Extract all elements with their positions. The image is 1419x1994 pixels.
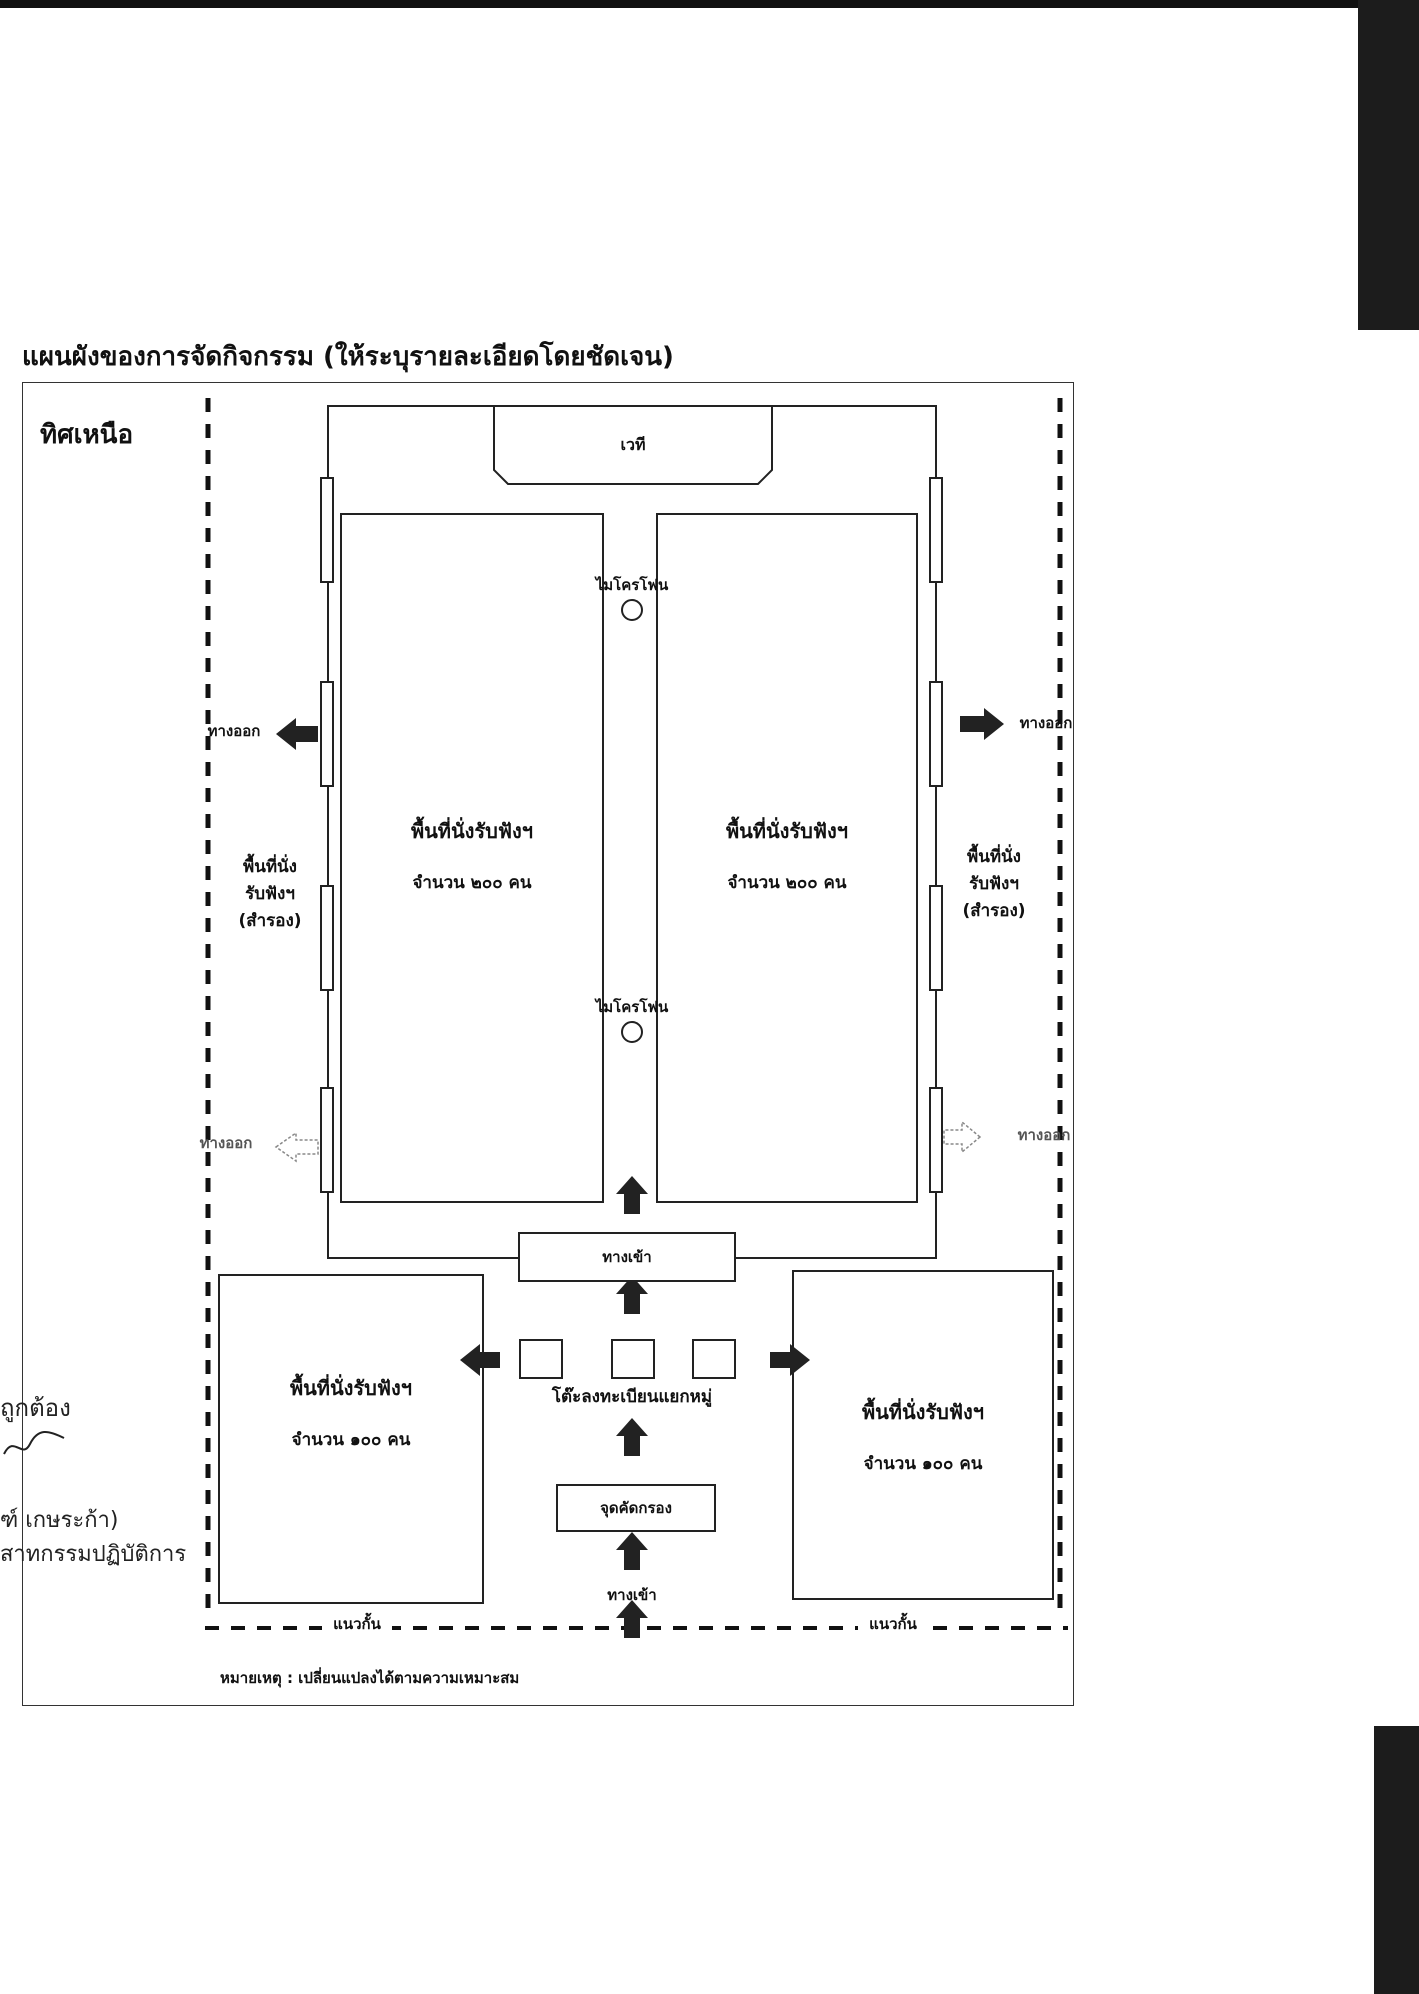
north-label: ทิศเหนือ xyxy=(40,420,134,450)
scan-edge-bottom-right xyxy=(1374,1726,1419,1994)
seating-count: จำนวน ๑๐๐ คน xyxy=(863,1454,983,1474)
seating-title: พื้นที่นั่งรับฟังฯ xyxy=(725,819,849,843)
reserve-line-3: (สำรอง) xyxy=(238,911,302,932)
diagram-frame xyxy=(22,382,1074,1706)
top-scan-border xyxy=(0,0,1419,8)
reserve-line-1: พื้นที่นั่ง xyxy=(967,847,1021,867)
margin-fragment-3: สาทกรรมปฏิบัติการ xyxy=(0,1542,187,1567)
stage-label: เวที xyxy=(620,434,646,454)
exit-label-right-top: ทางออก xyxy=(1019,714,1073,732)
seating-count: จำนวน ๑๐๐ คน xyxy=(291,1430,411,1450)
seating-count: จำนวน ๒๐๐ คน xyxy=(727,873,847,893)
seating-title: พื้นที่นั่งรับฟังฯ xyxy=(410,819,534,843)
note-text: หมายเหตุ : เปลี่ยนแปลงได้ตามความเหมาะสม xyxy=(220,1669,520,1687)
seating-area-lower-right: พื้นที่นั่งรับฟังฯ จำนวน ๑๐๐ คน xyxy=(792,1270,1054,1600)
microphone-label-top: ไมโครโฟน xyxy=(595,576,669,594)
signature-icon xyxy=(3,1431,65,1455)
reserve-seating-right: พื้นที่นั่ง รับฟังฯ (สำรอง) xyxy=(946,844,1042,926)
microphone-label-bottom: ไมโครโฟน xyxy=(595,998,669,1016)
seating-area-main-left: พื้นที่นั่งรับฟังฯ จำนวน ๒๐๐ คน xyxy=(340,513,604,1203)
exit-label-right-bottom: ทางออก xyxy=(1017,1126,1071,1144)
exit-label-left-top: ทางออก xyxy=(207,722,261,740)
seating-area-lower-left: พื้นที่นั่งรับฟังฯ จำนวน ๑๐๐ คน xyxy=(218,1274,484,1604)
reserve-line-3: (สำรอง) xyxy=(962,901,1026,922)
seating-area-main-right: พื้นที่นั่งรับฟังฯ จำนวน ๒๐๐ คน xyxy=(656,513,918,1203)
screening-point-box: จุดคัดกรอง xyxy=(556,1484,716,1532)
seating-count: จำนวน ๒๐๐ คน xyxy=(412,873,532,893)
entrance-outer-label: ทางเข้า xyxy=(607,1586,657,1604)
seating-title: พื้นที่นั่งรับฟังฯ xyxy=(289,1376,413,1400)
page-title: แผนผังของการจัดกิจกรรม (ให้ระบุรายละเอีย… xyxy=(22,342,674,372)
margin-fragment-1: ถูกต้อง xyxy=(0,1394,71,1422)
scan-edge-top-right xyxy=(1358,0,1419,330)
reserve-line-2: รับฟังฯ xyxy=(245,884,295,905)
entrance-inner-box: ทางเข้า xyxy=(518,1232,736,1282)
reserve-seating-left: พื้นที่นั่ง รับฟังฯ (สำรอง) xyxy=(222,854,318,936)
exit-label-left-bottom: ทางออก xyxy=(199,1134,253,1152)
barrier-label-right: แนวกั้น xyxy=(858,1613,928,1636)
margin-fragment-2: ฑ์ เกษระก้า) xyxy=(0,1508,119,1533)
reserve-line-2: รับฟังฯ xyxy=(969,874,1019,895)
reserve-line-1: พื้นที่นั่ง xyxy=(243,857,297,877)
barrier-label-left: แนวกั้น xyxy=(322,1613,392,1636)
registration-label: โต๊ะลงทะเบียนแยกหมู่ xyxy=(551,1387,713,1407)
seating-title: พื้นที่นั่งรับฟังฯ xyxy=(861,1400,985,1424)
